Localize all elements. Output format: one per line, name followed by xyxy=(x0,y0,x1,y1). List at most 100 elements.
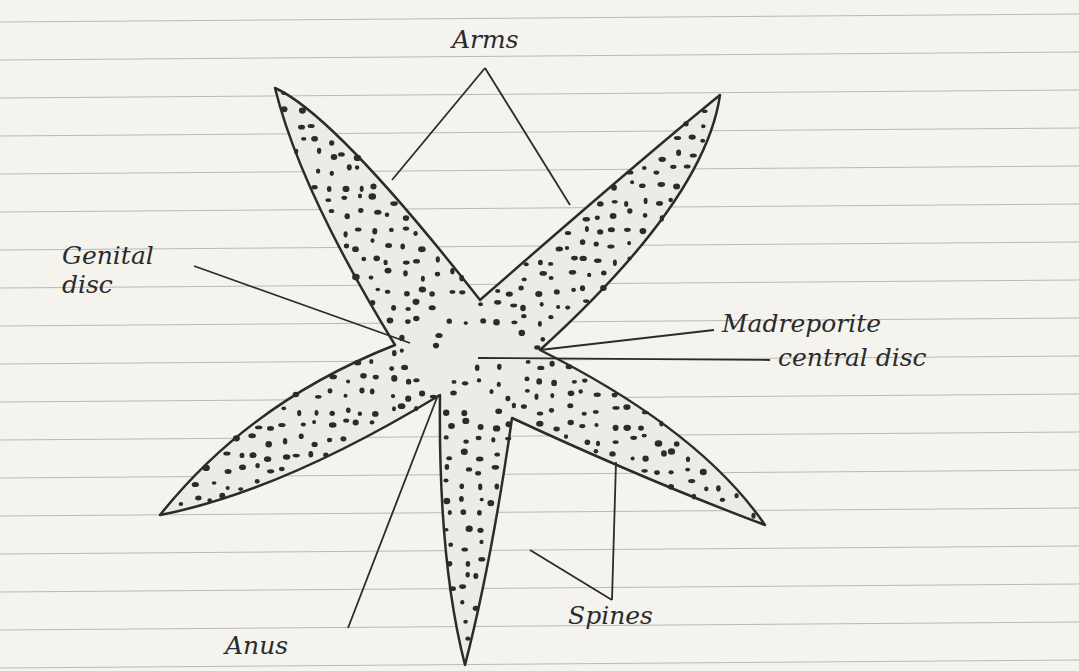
spine-dot xyxy=(225,469,232,474)
spine-dot xyxy=(525,377,530,382)
spine-dot xyxy=(374,210,381,215)
spine-dot xyxy=(751,513,755,519)
spine-dot xyxy=(448,423,455,429)
spine-dot xyxy=(582,412,587,416)
spine-dot xyxy=(505,437,511,441)
spine-dot xyxy=(689,135,696,140)
spine-dot xyxy=(572,380,577,384)
spine-dot xyxy=(571,288,576,292)
spine-dot xyxy=(631,457,635,461)
spine-dot xyxy=(465,637,470,641)
spine-dot xyxy=(323,453,328,458)
spine-dot xyxy=(435,272,440,277)
spine-dot xyxy=(612,393,618,398)
spine-dot xyxy=(413,259,420,264)
spine-dot xyxy=(445,464,450,470)
spine-dot xyxy=(461,410,467,416)
spine-dot xyxy=(466,467,472,471)
spine-dot xyxy=(624,228,631,232)
spine-dot xyxy=(587,273,591,277)
spine-dot xyxy=(240,453,245,458)
spine-dot xyxy=(659,421,663,427)
spine-dot xyxy=(477,378,481,382)
spine-dot xyxy=(298,125,305,130)
spine-dot xyxy=(311,185,317,189)
spine-dot xyxy=(623,425,631,431)
ruled-line xyxy=(0,622,1079,630)
spine-dot xyxy=(493,319,500,325)
spine-dot xyxy=(278,423,285,427)
spine-dot xyxy=(293,454,300,458)
spine-dot xyxy=(497,364,502,370)
spine-dot xyxy=(238,487,243,491)
spine-dot xyxy=(340,436,346,441)
ruled-line xyxy=(0,584,1079,592)
spine-dot xyxy=(443,498,450,505)
spine-dot xyxy=(551,380,557,386)
spine-dot xyxy=(413,378,419,382)
spine-dot xyxy=(389,366,394,371)
spine-dot xyxy=(448,543,453,547)
spine-dot xyxy=(594,393,601,397)
spine-dot xyxy=(492,465,499,470)
spine-dot xyxy=(594,449,599,454)
spine-dot xyxy=(281,92,286,96)
spine-dot xyxy=(370,389,375,395)
spine-dot xyxy=(279,467,285,471)
spine-dot xyxy=(315,410,319,416)
spine-dot xyxy=(720,498,725,502)
spine-dot xyxy=(610,213,617,219)
spine-dot xyxy=(358,194,362,199)
spine-dot xyxy=(341,196,347,200)
spine-dot xyxy=(593,410,599,414)
ruled-line xyxy=(0,432,1079,440)
spine-dot xyxy=(195,495,201,500)
spine-dot xyxy=(734,493,738,498)
spine-dot xyxy=(403,227,409,231)
spine-dot xyxy=(702,110,708,114)
spine-dot xyxy=(608,227,615,232)
spine-dot xyxy=(347,164,352,170)
spine-dot xyxy=(444,528,449,532)
ruled-line xyxy=(0,546,1079,554)
spine-dot xyxy=(255,426,262,430)
spine-dot xyxy=(609,451,615,456)
part-label: Genital disc xyxy=(62,242,197,300)
spine-dot xyxy=(478,484,482,491)
spine-dot xyxy=(429,291,435,296)
spine-dot xyxy=(459,290,465,294)
spine-dot xyxy=(418,246,426,252)
spine-dot xyxy=(391,394,395,398)
spine-dot xyxy=(478,557,485,562)
spine-dot xyxy=(654,470,660,475)
spine-dot xyxy=(355,165,359,170)
spine-dot xyxy=(512,403,516,408)
spine-dot xyxy=(446,456,452,460)
spine-dot xyxy=(669,470,674,474)
spine-dot xyxy=(248,433,256,438)
spine-dot xyxy=(630,436,637,440)
spine-dot xyxy=(583,299,589,303)
spine-dot xyxy=(317,148,321,154)
spine-dot xyxy=(283,438,287,444)
spine-dot xyxy=(436,256,440,262)
spine-dot xyxy=(522,278,527,282)
spine-dot xyxy=(267,469,274,473)
spine-dot xyxy=(613,260,617,266)
spine-dot xyxy=(579,424,585,428)
spine-dot xyxy=(414,406,419,411)
spine-dot xyxy=(549,408,554,413)
spine-dot xyxy=(565,246,569,250)
spine-dot xyxy=(480,318,486,323)
spine-dot xyxy=(548,315,553,319)
spine-dot xyxy=(565,231,571,235)
spine-dot xyxy=(495,483,500,489)
spine-dot xyxy=(550,393,554,398)
spine-dot xyxy=(329,140,334,146)
spine-dot xyxy=(207,498,212,503)
ruled-line xyxy=(0,14,1079,22)
spine-dot xyxy=(673,184,680,190)
spine-dot xyxy=(700,469,707,476)
spine-dot xyxy=(641,469,647,473)
spine-dot xyxy=(489,389,493,394)
